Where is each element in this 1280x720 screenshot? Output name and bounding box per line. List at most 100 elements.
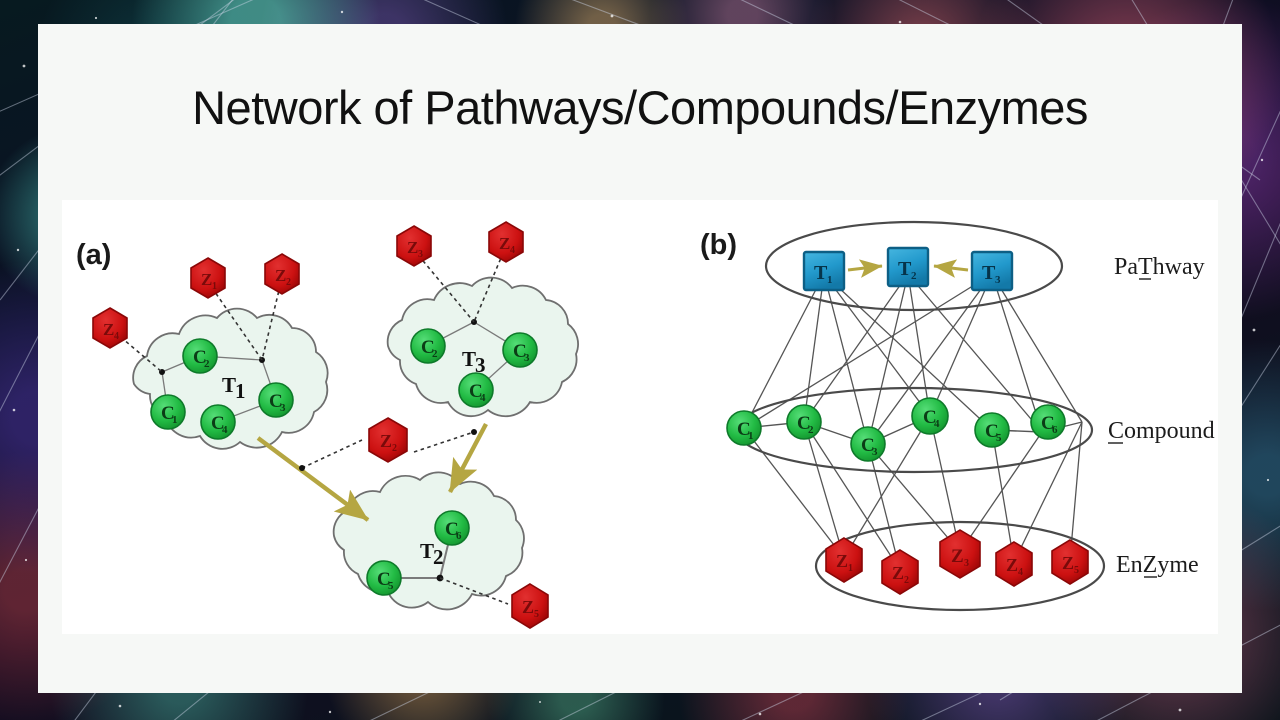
compound-node-C2[interactable]: C 2 (182, 338, 218, 374)
compound-node-C4[interactable]: C 4 (200, 404, 236, 440)
page-title: Network of Pathways/Compounds/Enzymes (192, 81, 1088, 134)
enzyme-layer-ellipse (814, 520, 1106, 612)
enzyme-node-b-Z4[interactable]: Z 4 (995, 541, 1033, 587)
compound-node-b-C4[interactable]: C 4 (911, 397, 949, 435)
compound-node-b-C2-sub: 2 (808, 424, 814, 436)
enzyme-node-Z4-left[interactable]: Z 4 (92, 307, 128, 349)
enzyme-node-Z4-left-label: Z (103, 320, 114, 339)
pathway-node-T2-label: T (898, 258, 912, 280)
compound-node-C6-sub: 6 (456, 530, 462, 542)
compound-node-T3-C3-label: C (513, 341, 527, 362)
panel-b-tag: (b) (700, 229, 737, 261)
enzyme-node-Z4-left-sub: 4 (114, 331, 119, 342)
pathway-node-T3-label: T (982, 262, 996, 284)
enzyme-node-b-Z2-sub: 2 (904, 575, 909, 586)
compound-node-C5-sub: 5 (388, 580, 394, 592)
cloud-T3-label: T (462, 347, 476, 371)
compound-node-C3[interactable]: C 3 (258, 382, 294, 418)
compound-node-b-C3[interactable]: C 3 (850, 426, 886, 462)
compound-node-C5[interactable]: C 5 (366, 560, 402, 596)
pathway-node-T1-sub: 1 (827, 274, 833, 286)
compound-node-C1-label: C (161, 403, 175, 424)
compound-node-b-C4-label: C (923, 407, 937, 428)
compound-node-b-C6-label: C (1041, 413, 1055, 434)
compound-node-C2-label: C (193, 347, 207, 368)
compound-node-b-C2-label: C (797, 413, 811, 434)
compound-node-C5-label: C (377, 569, 391, 590)
compound-node-T3-C2[interactable]: C 2 (410, 328, 446, 364)
compound-node-C3-label: C (269, 391, 283, 412)
compound-node-b-C1[interactable]: C 1 (726, 410, 762, 446)
compound-node-T3-C3-sub: 3 (524, 352, 530, 364)
compound-node-b-C1-label: C (737, 419, 751, 440)
compound-node-T3-C2-label: C (421, 337, 435, 358)
cloud-T3-sub: 3 (475, 353, 486, 377)
enzyme-node-Z4-top-label: Z (499, 234, 510, 253)
links-pathway-compound (743, 273, 1083, 445)
enzyme-node-Z3-label: Z (407, 238, 418, 257)
arrow-b-T1-to-T2 (847, 259, 883, 278)
arrow-T3-to-T2 (448, 422, 488, 494)
cloud-T2-label: T (420, 539, 434, 563)
enzyme-links-T3 (413, 245, 507, 323)
compound-node-b-C5[interactable]: C 5 (974, 412, 1010, 448)
enzyme-node-b-Z3[interactable]: Z 3 (939, 529, 981, 579)
enzyme-link-Z5 (439, 577, 509, 605)
compound-node-b-C6-sub: 6 (1052, 424, 1058, 436)
enzyme-node-Z3-sub: 3 (418, 249, 423, 260)
compound-node-C6-label: C (445, 519, 459, 540)
slide-panel: Network of Pathways/Compounds/Enzymes (38, 24, 1242, 693)
pathway-node-T1[interactable]: T 1 (802, 250, 846, 292)
layer-label-compound: Compound (1108, 418, 1215, 444)
figure-container: (a) (62, 200, 1218, 634)
enzyme-node-Z1-sub: 1 (212, 281, 217, 292)
compound-node-C4-sub: 4 (222, 424, 228, 436)
enzyme-node-b-Z3-label: Z (951, 546, 964, 567)
arrow-b-T3-to-T2 (933, 259, 969, 278)
panel-a: (a) (76, 221, 579, 629)
compound-node-b-C2[interactable]: C 2 (786, 404, 822, 440)
junction-dot (299, 465, 305, 471)
compound-node-T3-C4[interactable]: C 4 (458, 372, 494, 408)
enzyme-node-b-Z4-label: Z (1006, 555, 1018, 575)
enzyme-node-Z1-label: Z (201, 270, 212, 289)
enzyme-node-Z1[interactable]: Z 1 (190, 257, 226, 299)
compound-node-C1[interactable]: C 1 (150, 394, 186, 430)
pathway-node-T2[interactable]: T 2 (886, 246, 930, 288)
enzyme-node-b-Z2[interactable]: Z 2 (881, 549, 919, 595)
cloud-T1-sub: 1 (235, 379, 246, 403)
enzyme-node-b-Z1[interactable]: Z 1 (825, 537, 863, 583)
compound-node-b-C3-label: C (861, 435, 875, 456)
compound-node-T3-C3[interactable]: C 3 (502, 332, 538, 368)
cloud-T2-sub: 2 (433, 545, 444, 569)
enzyme-node-Z2-top[interactable]: Z 2 (264, 253, 300, 295)
compound-node-b-C6[interactable]: C 6 (1030, 404, 1066, 440)
pathway-layer-ellipse (764, 220, 1064, 312)
links-compound-enzyme (743, 415, 1083, 571)
enzyme-node-Z2-middle-label: Z (380, 431, 392, 451)
enzyme-node-Z5[interactable]: Z 5 (511, 583, 549, 629)
panel-a-tag: (a) (76, 239, 111, 271)
compound-node-T3-C4-sub: 4 (480, 392, 486, 404)
enzyme-node-Z5-sub: 5 (534, 609, 539, 620)
compound-node-C6[interactable]: C 6 (434, 510, 470, 546)
compound-node-b-C5-label: C (985, 421, 999, 442)
enzyme-node-Z2-middle[interactable]: Z 2 (368, 417, 408, 463)
enzyme-node-b-Z5-label: Z (1062, 553, 1074, 573)
enzyme-node-Z2-middle-sub: 2 (392, 443, 397, 454)
compound-node-C2-sub: 2 (204, 358, 210, 370)
pathway-node-T1-label: T (814, 262, 828, 284)
pathway-node-T3[interactable]: T 3 (970, 250, 1014, 292)
pathway-node-T3-sub: 3 (995, 274, 1001, 286)
enzyme-node-b-Z1-label: Z (836, 551, 848, 571)
cloud-T2[interactable]: C 6 C 5 T 2 (332, 471, 525, 611)
enzyme-node-Z4-top[interactable]: Z 4 (488, 221, 524, 263)
enzyme-node-Z3[interactable]: Z 3 (396, 225, 432, 267)
compound-node-C4-label: C (211, 413, 225, 434)
cloud-T1[interactable]: C 2 C 3 C 1 (132, 307, 329, 450)
network-diagram: (a) (76, 220, 1215, 629)
enzyme-node-b-Z5[interactable]: Z 5 (1051, 539, 1089, 585)
cloud-T3[interactable]: C 2 C 3 C 4 T (386, 276, 579, 418)
compound-node-b-C1-sub: 1 (748, 430, 754, 442)
